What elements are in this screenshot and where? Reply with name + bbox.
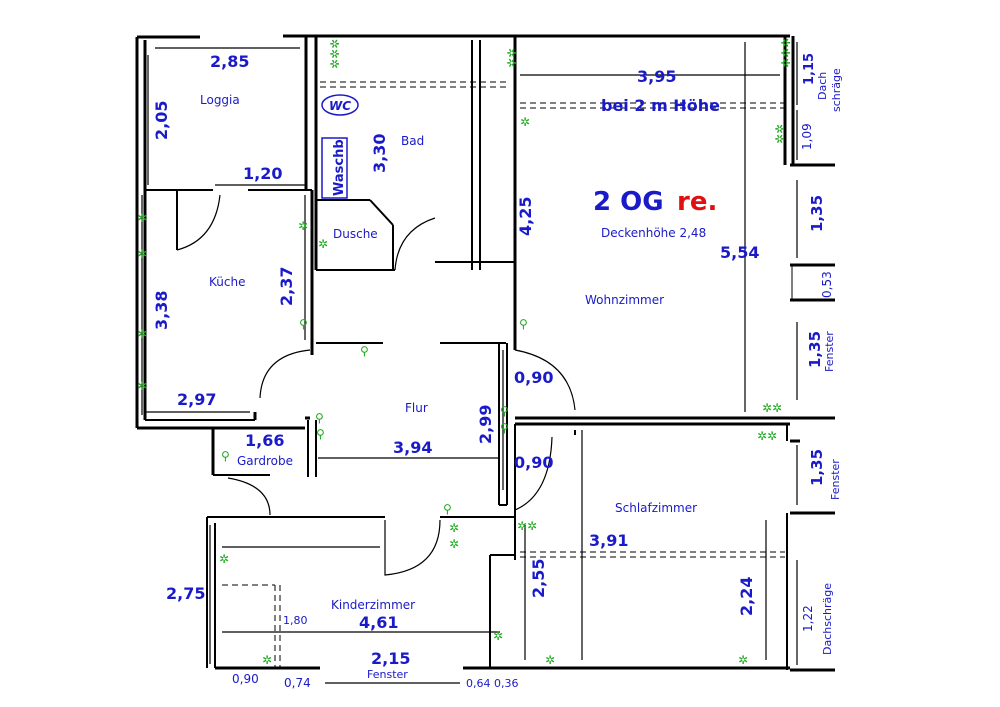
doors [176,194,576,576]
dim-1-09: 1,09 [800,123,814,150]
socket-icon: ✲ [545,653,555,667]
notes: bei 2 m Höhe Dach schräge Fenster Fenste… [367,68,843,681]
dim-1-66: 1,66 [245,431,284,450]
dim-1-35-b: 1,35 [806,331,824,368]
socket-icon: ✲ [298,219,308,233]
switch-icon: ⚲ [443,502,452,516]
switch-icon: ⚲ [221,449,230,463]
socket-icon: ✲ [520,115,530,129]
note-fenster-2: Fenster [829,459,842,500]
switch-icon: ⚲ [500,421,509,435]
switch-icon: ⚲ [519,317,528,331]
dim-3-95: 3,95 [637,67,676,86]
socket-icon: ✲✲ [757,429,777,443]
socket-icon: ✲✲✲ [328,39,342,69]
dim-3-38: 3,38 [152,291,171,330]
socket-icon: ✲ [318,237,328,251]
dim-1-22: 1,22 [801,605,815,632]
switch-icon: ⚲ [299,317,308,331]
socket-icon: ✲ [493,629,503,643]
dim-0-90-c: 0,90 [232,672,259,686]
switch-icon: ⚲ [500,404,509,418]
socket-icon: ✲ [137,211,147,225]
dim-0-36: 0,36 [494,677,519,690]
dimension-labels: 2,85 2,05 1,20 3,30 3,38 2,37 2,97 3,95 … [152,52,834,690]
note-dachschraege: Dachschräge [821,583,834,655]
dim-2-37: 2,37 [277,267,296,306]
socket-icon: ✲ [449,521,459,535]
dim-3-94: 3,94 [393,438,432,457]
dim-3-91: 3,91 [589,531,628,550]
note-fenster-3: Fenster [367,668,408,681]
socket-icon: ✲ [219,552,229,566]
dim-1-15: 1,15 [802,53,817,85]
switch-icon: ⚲ [360,344,369,358]
dim-2-85: 2,85 [210,52,249,71]
dim-3-30: 3,30 [370,134,389,173]
ceiling-height-label: Deckenhöhe 2,48 [601,226,706,240]
note-dach: Dach [816,72,829,100]
waschb-box [321,137,348,199]
dim-2-55: 2,55 [529,559,548,598]
dim-4-61: 4,61 [359,613,398,632]
dim-4-25: 4,25 [516,197,535,236]
walls [135,34,835,672]
dim-1-35-c: 1,35 [808,449,826,486]
socket-icon: ✲✲✲ [779,38,793,68]
plan-title: 2 OG [593,187,664,217]
dim-5-54: 5,54 [720,243,759,262]
electrical-symbols: ✲✲✲ ✲✲ ✲✲✲ ✲✲ ✲ ✲ ✲ ✲ ✲ ✲ ✲ ⚲ ⚲ ⚲ ✲✲ ✲✲ … [137,38,793,667]
dim-2-15: 2,15 [371,649,410,668]
note-fenster-1: Fenster [823,331,836,372]
room-label-waschb: Waschb [332,139,347,196]
room-label-bad: Bad [401,134,424,148]
room-label-gardrobe: Gardrobe [237,454,293,468]
dim-2-97: 2,97 [177,390,216,409]
socket-icon: ✲✲ [773,124,787,144]
room-label-kueche: Küche [209,275,245,289]
socket-icon: ✲ [738,653,748,667]
switch-icon: ⚲ [316,427,325,441]
dim-2-75: 2,75 [166,584,205,603]
room-label-loggia: Loggia [200,93,240,107]
dim-2-24: 2,24 [737,577,756,616]
dim-1-35-a: 1,35 [808,195,826,232]
room-labels: Loggia WC Bad Waschb Dusche Küche 2 OG r… [200,93,717,612]
socket-icon: ✲✲ [762,401,782,415]
dim-0-64: 0,64 [466,677,491,690]
room-label-wc: WC [329,99,351,113]
plan-title-suffix: re. [677,187,717,217]
room-label-kinderzimmer: Kinderzimmer [331,598,415,612]
dimension-lines [141,42,798,684]
dim-1-20: 1,20 [243,164,282,183]
socket-icon: ✲ [137,247,147,261]
dim-0-90-a: 0,90 [514,368,553,387]
note-bei-2m: bei 2 m Höhe [601,96,720,115]
socket-icon: ✲ [137,327,147,341]
room-label-wohnzimmer: Wohnzimmer [585,293,664,307]
socket-icon: ✲✲ [517,519,537,533]
dim-1-80: 1,80 [283,614,308,627]
dim-2-05: 2,05 [152,101,171,140]
socket-icon: ✲ [262,653,272,667]
note-schraege: schräge [830,68,843,112]
switch-icon: ⚲ [315,411,324,425]
room-label-dusche: Dusche [333,227,378,241]
wc-ellipse [321,94,359,116]
socket-icon: ✲ [137,379,147,393]
dim-0-90-b: 0,90 [514,453,553,472]
dim-2-99: 2,99 [476,405,495,444]
room-label-flur: Flur [405,401,428,415]
dim-0-74: 0,74 [284,676,311,690]
socket-icon: ✲✲ [505,48,519,68]
dim-0-53: 0,53 [820,271,834,298]
socket-icon: ✲ [449,537,459,551]
room-label-schlafzimmer: Schlafzimmer [615,501,697,515]
